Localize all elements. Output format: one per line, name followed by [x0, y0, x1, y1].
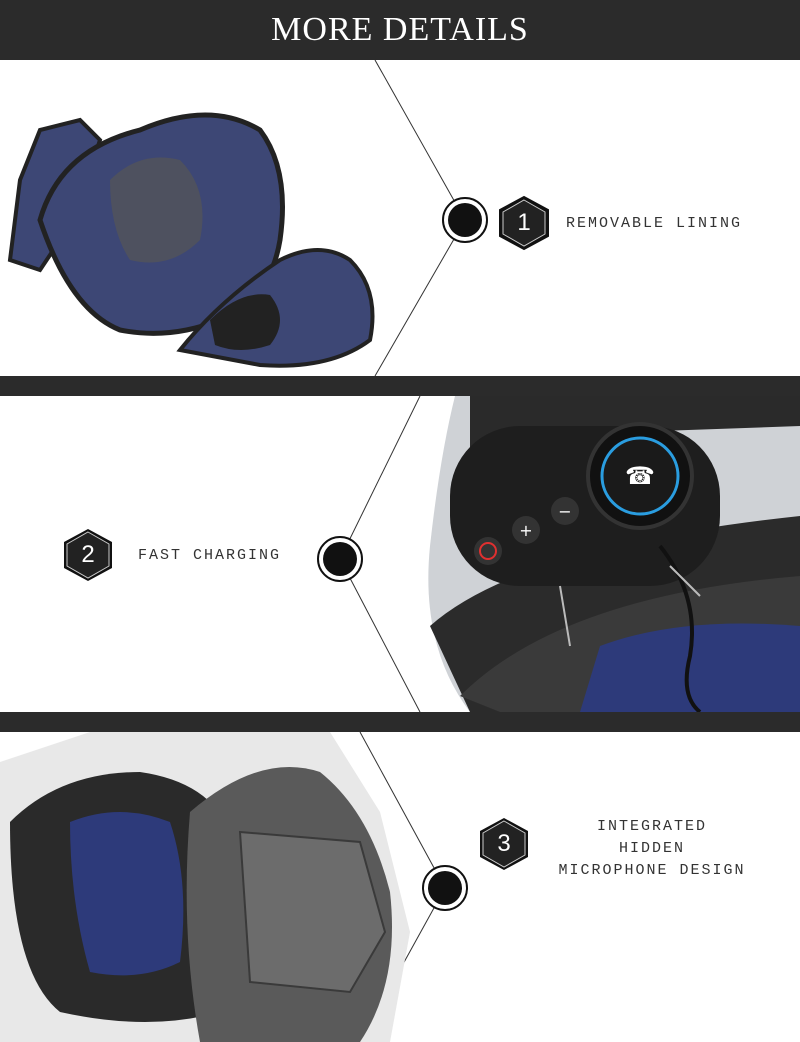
number-badge-3: 3	[476, 816, 532, 872]
helmet-microphone-photo	[0, 732, 468, 1042]
svg-text:−: −	[558, 502, 571, 521]
bluetooth-headset-photo: ☎ + −	[317, 396, 800, 712]
section-hidden-microphone: 3 INTEGRATED HIDDEN MICROPHONE DESIGN	[0, 732, 800, 1042]
number-badge-2: 2	[60, 527, 116, 583]
svg-text:+: +	[519, 521, 532, 540]
svg-text:☎: ☎	[625, 462, 655, 490]
section-fast-charging: ☎ + − 2 FAST CHARGING	[0, 396, 800, 712]
page-title: MORE DETAILS	[271, 11, 529, 48]
label-line: MICROPHONE DESIGN	[558, 862, 746, 879]
section-divider	[0, 376, 800, 396]
header-bar	[0, 0, 800, 60]
section-removable-lining: 1 REMOVABLE LINING	[0, 60, 800, 376]
label-line: INTEGRATED	[596, 818, 707, 835]
section-divider	[0, 712, 800, 732]
label-hidden-microphone: INTEGRATED HIDDEN MICROPHONE DESIGN	[552, 816, 752, 882]
removable-lining-photo	[7, 60, 488, 376]
label-fast-charging: FAST CHARGING	[138, 547, 282, 564]
label-removable-lining: REMOVABLE LINING	[566, 215, 743, 232]
label-line: HIDDEN	[618, 840, 685, 857]
number-badge-1: 1	[496, 195, 552, 251]
